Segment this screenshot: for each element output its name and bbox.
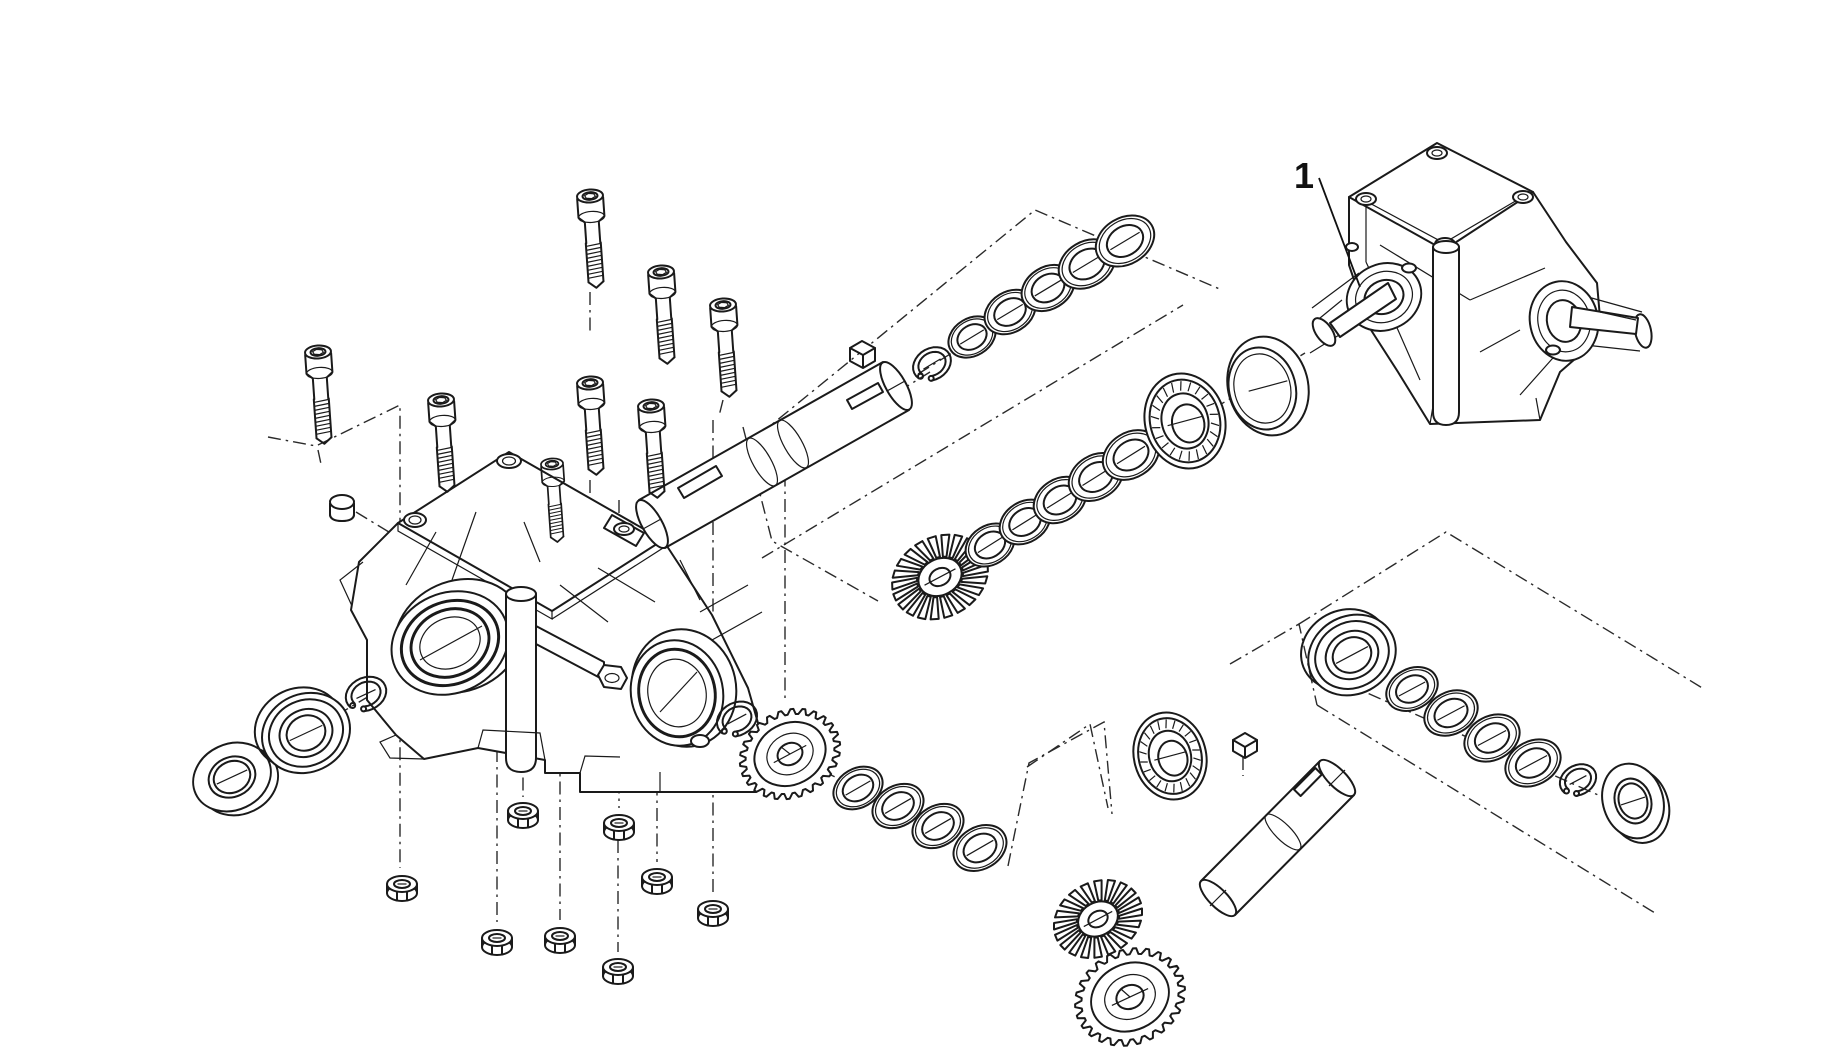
shim-washer — [1463, 713, 1521, 763]
shim-washer — [964, 522, 1016, 568]
shim-washer — [1385, 666, 1439, 712]
hex-flange-nut — [641, 868, 673, 895]
callout-label: 1 — [1294, 155, 1314, 196]
output-shaft — [1198, 758, 1357, 918]
housing-left-bore — [390, 578, 525, 696]
callout-leader-line — [1318, 177, 1361, 288]
input-gear-bearing-row — [891, 335, 1310, 621]
left-bore-parts-row — [192, 675, 388, 817]
unit-left-shaft — [1309, 262, 1423, 354]
socket-head-cap-screw — [304, 344, 334, 445]
shim-washer — [911, 802, 965, 850]
spur-ring-gear — [738, 707, 842, 801]
hex-flange-nut — [603, 814, 635, 841]
input-shaft — [635, 360, 913, 550]
shim-washer — [871, 782, 925, 830]
socket-head-cap-screw — [427, 392, 457, 493]
shim-washer — [1423, 689, 1479, 737]
left-row — [192, 675, 388, 817]
shim-washer — [1504, 738, 1562, 788]
ball-bearing — [253, 686, 351, 775]
ball-bearing — [1300, 608, 1397, 697]
output-side-shim-row — [1300, 608, 1671, 844]
tapered-roller-bearing — [1143, 372, 1227, 470]
hex-flange-nut — [507, 802, 539, 829]
sealing-plug — [329, 494, 355, 522]
hex-flange-nut — [697, 900, 729, 927]
socket-head-cap-screw — [637, 398, 667, 499]
bevel-crown-gear — [1053, 879, 1143, 959]
callout-1: 1 — [1294, 155, 1361, 288]
socket-head-cap-screw — [709, 297, 739, 398]
exploded-component-rows — [716, 214, 1671, 1047]
snap-ring — [344, 675, 388, 713]
shaft-key — [849, 340, 876, 369]
hex-nuts — [386, 802, 729, 985]
gearbox-housing — [339, 451, 763, 793]
bevel-gear-pair — [1053, 879, 1186, 1047]
shim-washer — [952, 824, 1008, 872]
snap-ring — [1558, 763, 1598, 798]
housing-hex-boss — [597, 664, 710, 748]
cross-shaft-gear-row — [716, 700, 1008, 872]
tapered-roller-bearing — [1132, 711, 1208, 801]
input-shaft-shim-row — [912, 214, 1156, 382]
hex-flange-nut — [602, 958, 634, 985]
shim-washer — [832, 765, 884, 811]
socket-head-cap-screw — [576, 188, 606, 289]
hex-flange-nut — [386, 875, 418, 902]
bearing-race-ring — [1226, 335, 1310, 437]
oil-seal — [192, 741, 280, 817]
socket-head-cap-screw — [576, 375, 606, 476]
spur-ring-gear — [1074, 947, 1186, 1047]
unit-dowel-pin — [1432, 240, 1460, 426]
assembled-gearbox-unit — [1309, 142, 1653, 426]
snap-ring — [716, 700, 758, 738]
hex-flange-nut — [544, 927, 576, 954]
dowel-pin — [505, 586, 537, 773]
shim-washer — [1020, 263, 1076, 313]
keyway-slot — [677, 465, 723, 499]
snap-ring — [912, 346, 952, 382]
unit-right-shaft — [1528, 280, 1653, 362]
output-shaft-bearing — [1132, 711, 1208, 801]
oil-seal — [1601, 762, 1671, 844]
shaft-key — [1232, 732, 1258, 759]
socket-head-cap-screw — [647, 264, 677, 365]
cover-screws — [304, 188, 739, 543]
socket-head-cap-screw — [540, 457, 566, 543]
keyway-slot — [846, 382, 884, 410]
hex-flange-nut — [481, 929, 513, 956]
shim-washer — [1094, 214, 1156, 268]
keyway-slot — [1293, 767, 1323, 797]
shim-washer — [1101, 429, 1161, 481]
